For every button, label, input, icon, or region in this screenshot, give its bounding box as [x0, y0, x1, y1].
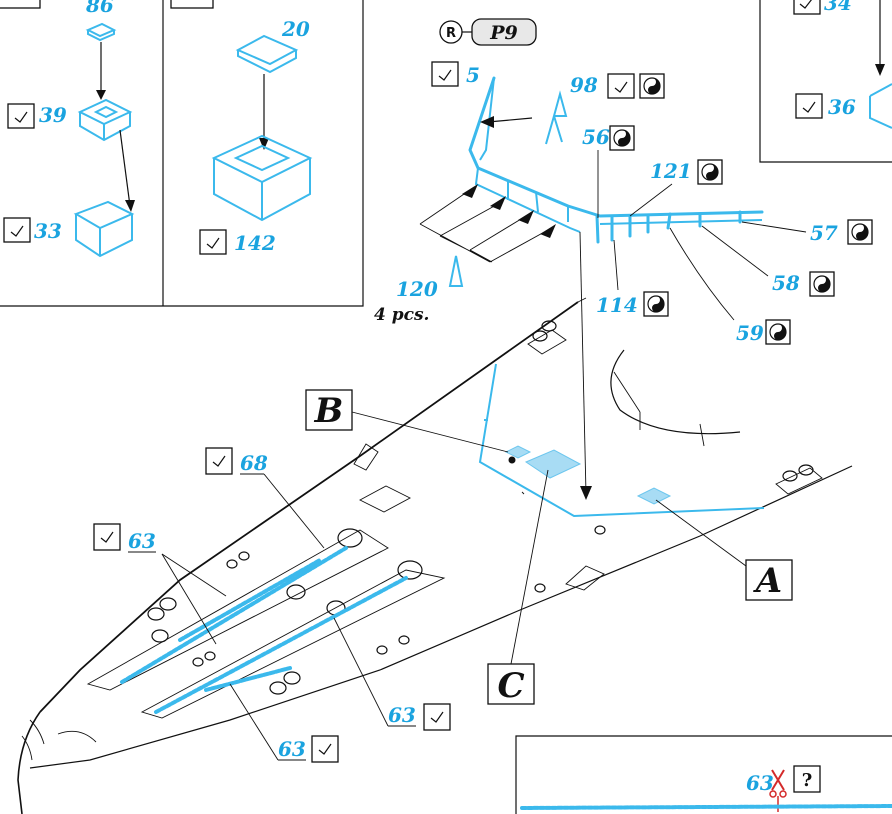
label-59: 59	[736, 321, 764, 345]
chain-63-short	[204, 666, 292, 692]
label-68: 68	[240, 451, 268, 475]
qty-120: 4 pcs.	[374, 305, 429, 325]
chain-63-upper	[120, 546, 348, 684]
label-39: 39	[39, 103, 67, 127]
subpanel-right: 34 36	[759, 0, 892, 163]
chain-63-lower	[154, 576, 408, 714]
subpanel-left	[0, 0, 364, 307]
header-symbol: R	[446, 26, 456, 41]
callout-b: B	[305, 389, 509, 453]
label-142: 142	[234, 231, 276, 255]
label-36: 36	[828, 95, 856, 119]
label-58: 58	[772, 271, 800, 295]
label-20: 20	[281, 17, 310, 41]
bend-icon	[3, 217, 31, 243]
cut-scissors-icon	[769, 769, 787, 812]
bollards	[147, 320, 823, 695]
label-33: 33	[34, 219, 62, 243]
label-120: 120	[396, 277, 438, 301]
label-98: 98	[570, 73, 598, 97]
label-86: 86	[85, 0, 114, 17]
bend-icon	[199, 229, 227, 255]
chain-63-sprue	[520, 804, 892, 810]
callout-c: C	[487, 469, 549, 706]
railing-assembly: 5 98 56 121 57	[374, 61, 873, 500]
bend-icon	[93, 523, 121, 551]
callout-b-letter: B	[314, 391, 344, 431]
part-86: 86	[85, 0, 117, 100]
part-39: 39	[7, 98, 135, 212]
sheet-badge	[471, 18, 537, 46]
bend-icon	[7, 103, 35, 129]
bend-icon	[205, 447, 233, 475]
callout-c-letter: C	[497, 666, 524, 706]
sheet-header: R P9	[439, 18, 537, 46]
label-63-c: 63	[278, 737, 306, 761]
bend-icon	[431, 61, 459, 87]
label-5: 5	[466, 63, 480, 87]
bend-icon	[311, 735, 339, 763]
part-142: 142	[199, 134, 313, 255]
part-20: 20	[235, 17, 310, 150]
callout-a: A	[655, 499, 793, 601]
question-mark: ?	[802, 770, 813, 791]
question-box	[793, 765, 821, 793]
label-56: 56	[582, 125, 610, 149]
bend-icon	[795, 93, 823, 119]
hull-deck	[17, 297, 853, 814]
label-63-d: 63	[746, 771, 774, 795]
bend-icon	[607, 73, 635, 99]
label-121: 121	[650, 159, 692, 183]
chain-labels: 68 63 63 63	[93, 447, 451, 763]
label-34: 34	[824, 0, 852, 15]
label-57: 57	[810, 221, 838, 245]
part-33: 33	[3, 200, 135, 258]
sheet-id: P9	[489, 22, 518, 44]
label-63-a: 63	[128, 529, 156, 553]
bend-icon	[423, 703, 451, 731]
inset-chain-63: 63 ?	[515, 735, 892, 814]
callout-a-letter: A	[753, 561, 782, 601]
label-63-b: 63	[388, 703, 416, 727]
bend-icon	[793, 0, 821, 15]
label-114: 114	[596, 293, 638, 317]
chain-68	[178, 558, 322, 642]
